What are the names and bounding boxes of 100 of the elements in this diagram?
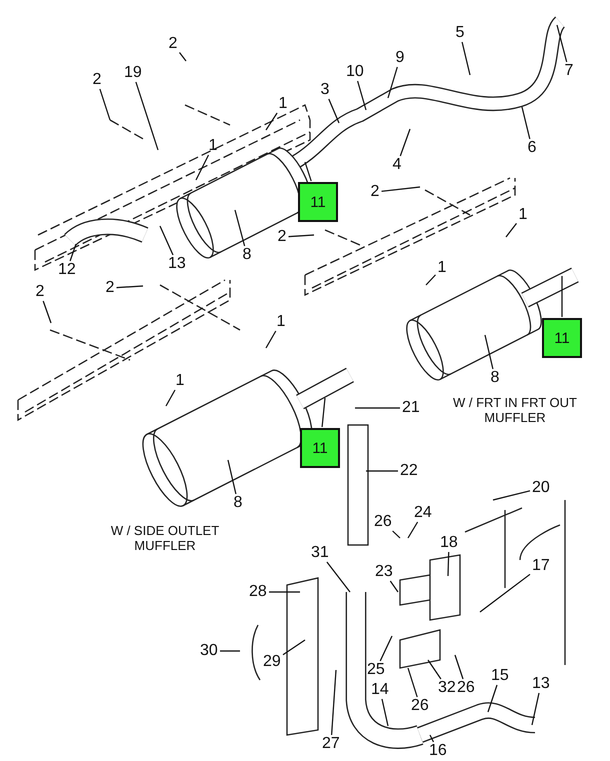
leader-line <box>331 670 337 736</box>
leader-line <box>355 407 400 409</box>
leader-line <box>159 226 174 256</box>
callout-number: 26 <box>373 514 393 530</box>
callout-number: 26 <box>410 698 430 714</box>
leader-line <box>42 300 52 324</box>
leader-line <box>116 285 144 288</box>
leader-line <box>447 552 450 576</box>
callout-box: 11 <box>300 428 340 468</box>
callout-number: 26 <box>456 680 476 696</box>
leader-line <box>429 734 434 742</box>
callout-number: 16 <box>428 743 448 759</box>
callout-number: 13 <box>531 676 551 692</box>
leader-line <box>99 88 111 120</box>
leader-line <box>521 106 530 140</box>
leader-line <box>400 128 411 156</box>
leader-line <box>426 274 436 286</box>
leader-line <box>480 574 530 612</box>
leader-line <box>135 82 159 150</box>
leader-line <box>454 654 464 680</box>
callout-number: 18 <box>439 535 459 551</box>
callout-box: 11 <box>298 182 338 222</box>
callout-number: 7 <box>564 63 574 79</box>
callout-number: 1 <box>518 207 528 223</box>
leader-line <box>304 162 312 182</box>
leader-line <box>220 650 240 652</box>
callout-number: 1 <box>276 314 286 330</box>
callout-number: 30 <box>199 643 219 659</box>
callout-number: 2 <box>34 284 46 300</box>
leader-line <box>492 490 530 501</box>
leader-line <box>357 80 367 110</box>
callout-number: 25 <box>366 662 386 678</box>
leader-line <box>165 390 176 406</box>
callout-number: 8 <box>242 247 252 263</box>
leader-line <box>506 223 517 238</box>
leader-line <box>561 276 563 317</box>
callout-number: 20 <box>531 480 551 496</box>
leader-line <box>487 684 498 712</box>
callout-number: 1 <box>436 260 448 276</box>
callout-number: 5 <box>454 25 466 41</box>
callout-box: 11 <box>542 318 582 358</box>
callout-number: 14 <box>370 682 390 698</box>
leader-line <box>407 668 418 698</box>
callout-number: 8 <box>232 495 244 511</box>
callout-number: 24 <box>413 505 433 521</box>
callout-number: 22 <box>399 463 419 479</box>
leader-line <box>556 24 568 62</box>
leader-line <box>407 522 418 538</box>
leader-line <box>179 52 186 62</box>
callout-number: 21 <box>401 400 421 416</box>
callout-number: 15 <box>490 668 510 684</box>
leader-line <box>322 398 326 428</box>
leader-line <box>390 580 398 592</box>
leader-line <box>288 234 314 238</box>
callout-number: 29 <box>262 654 282 670</box>
leader-line <box>387 66 398 98</box>
callout-number: 23 <box>374 564 394 580</box>
leader-line <box>70 244 77 262</box>
callout-number: 1 <box>174 373 186 389</box>
leader-line <box>234 210 246 246</box>
callout-number: 8 <box>490 370 500 386</box>
leader-line <box>428 660 442 680</box>
leader-line <box>328 98 340 124</box>
leader-line <box>380 636 393 662</box>
leader-line <box>195 154 210 180</box>
callout-number: 4 <box>392 157 402 173</box>
callout-number: 1 <box>278 96 288 112</box>
leader-line <box>381 698 389 726</box>
leader-line <box>269 591 300 593</box>
callout-number: 2 <box>168 36 178 52</box>
callout-number: 13 <box>167 256 187 272</box>
callout-number: 32 <box>437 680 457 696</box>
leader-line <box>282 640 306 656</box>
leader-line <box>392 530 400 538</box>
leader-line <box>462 42 471 76</box>
callout-number: 28 <box>248 584 268 600</box>
callout-number: 17 <box>531 558 551 574</box>
leader-line <box>326 562 350 592</box>
leader-line <box>366 470 398 472</box>
callout-number: 2 <box>276 229 288 245</box>
leader-line <box>265 330 276 348</box>
callout-number: 31 <box>310 545 330 561</box>
callout-number: 2 <box>370 184 380 200</box>
callout-number: 27 <box>321 736 341 752</box>
caption-note: W / SIDE OUTLET MUFFLER <box>110 523 220 553</box>
callout-number: 2 <box>92 72 102 88</box>
leader-line <box>531 692 540 726</box>
leader-line <box>227 460 236 494</box>
callout-number: 1 <box>208 138 218 154</box>
callout-number: 6 <box>526 140 538 156</box>
callout-number: 2 <box>104 280 116 296</box>
callout-number: 12 <box>57 262 77 278</box>
callout-number: 10 <box>345 64 365 80</box>
leader-line <box>381 186 420 192</box>
callout-number: 3 <box>320 82 330 98</box>
callout-number: 19 <box>123 65 143 81</box>
leader-line <box>484 334 494 370</box>
callout-number: 9 <box>394 50 406 66</box>
leader-line <box>266 112 278 130</box>
caption-note: W / FRT IN FRT OUT MUFFLER <box>452 395 578 425</box>
